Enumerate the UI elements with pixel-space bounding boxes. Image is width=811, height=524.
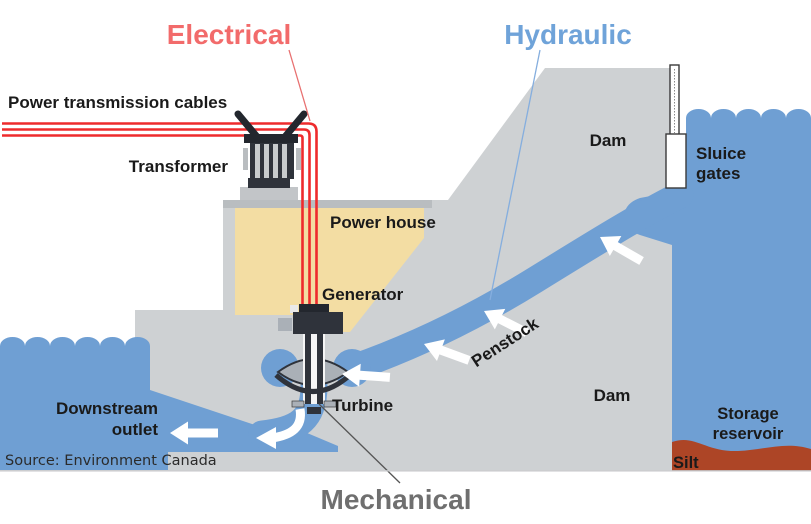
mechanical-leader-line [318, 403, 401, 484]
power-house-label: Power house [330, 213, 436, 232]
storage-reservoir-label-line2: reservoir [713, 425, 784, 443]
electrical-title: Electrical [167, 19, 292, 50]
flow-arrow-drafttube-shaft [271, 408, 305, 443]
generator-icon [278, 304, 343, 334]
mechanical-title: Mechanical [321, 484, 472, 515]
electrical-leader-line [288, 49, 311, 122]
powerhouse-roof-band [223, 200, 432, 208]
power-cables [2, 122, 318, 313]
storage-reservoir-label-line1: Storage [717, 405, 778, 423]
downstream-outlet-label-line1: Downstream [56, 399, 158, 418]
penstock-channel [336, 181, 694, 383]
turbine-icon [274, 334, 352, 414]
flow-arrow-drafttube-head [256, 427, 276, 449]
hydraulic-title: Hydraulic [504, 19, 632, 50]
sluice-gate [665, 133, 687, 189]
hydraulic-leader-line [489, 49, 541, 301]
source-credit: Source: Environment Canada [5, 453, 217, 469]
power-transmission-cables-label: Power transmission cables [8, 93, 227, 112]
generator-label: Generator [322, 285, 404, 304]
silt-shape [672, 439, 811, 471]
turbine-label: Turbine [332, 396, 393, 415]
dam-label-lower: Dam [594, 386, 631, 405]
dam-label-upper: Dam [590, 131, 627, 150]
transformer-label: Transformer [129, 157, 229, 176]
power-house-shape [235, 208, 424, 332]
flow-arrows [170, 227, 648, 449]
silt-label: Silt [673, 454, 699, 472]
sluice-gates-label-line2: gates [696, 164, 740, 183]
downstream-outlet-label-line2: outlet [112, 420, 159, 439]
sluice-gates-label-line1: Sluice [696, 144, 746, 163]
transformer-icon [234, 110, 308, 200]
